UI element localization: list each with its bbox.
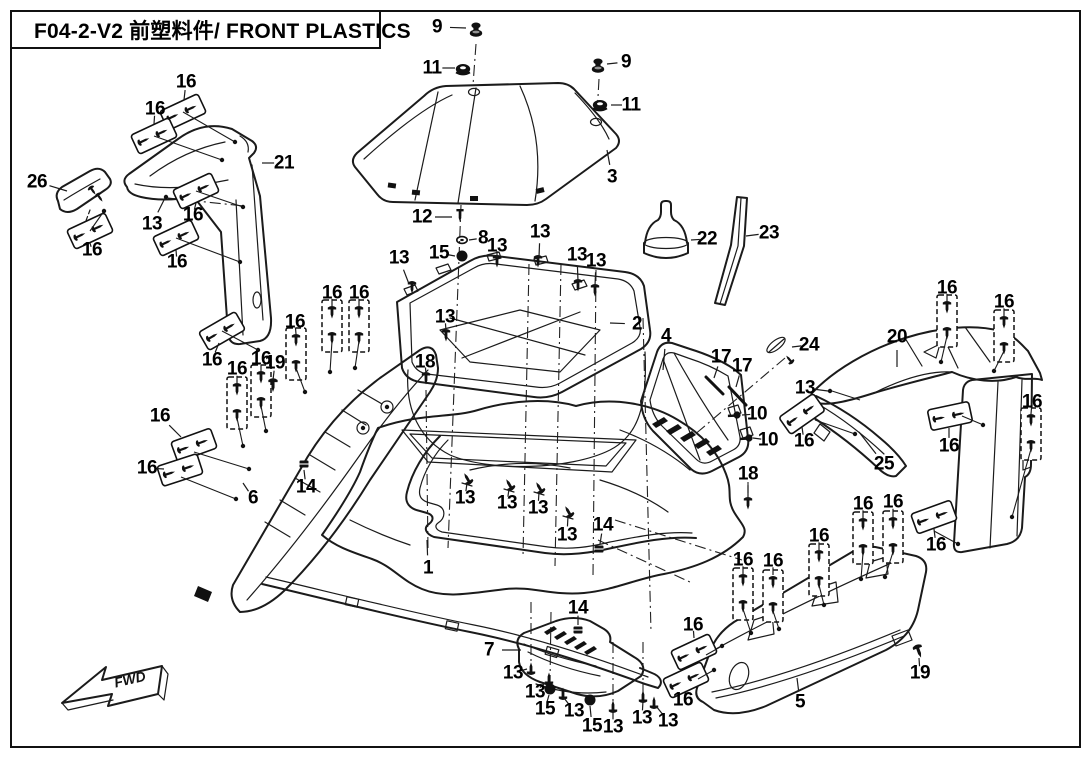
fastener-leader-lines: [89, 111, 1032, 680]
part-22-funnel-cap: [643, 200, 689, 259]
page-border-frame: [10, 10, 1081, 748]
diagram-title: F04-2-V2 前塑料件/ FRONT PLASTICS: [10, 10, 411, 49]
strip-17: [704, 375, 748, 407]
part-24-clip: [766, 336, 796, 366]
part-7-lower-grille: [516, 617, 645, 698]
part-21-left-pillar-panel: [123, 125, 273, 346]
part-6-left-side-panel: [194, 346, 439, 613]
part-3-hood-panel: [351, 82, 620, 206]
part-4-grille-insert: [640, 341, 754, 475]
fwd-label: FWD: [113, 668, 148, 691]
callout-leader-lines: [49, 26, 1033, 720]
fwd-direction-marker: FWD: [61, 665, 169, 711]
part-20-right-fender: [810, 326, 1043, 554]
diagram-title-text: F04-2-V2 前塑料件/ FRONT PLASTICS: [34, 19, 411, 43]
part-23-trim-strip: [714, 196, 748, 306]
hardware-items: [268, 22, 926, 713]
